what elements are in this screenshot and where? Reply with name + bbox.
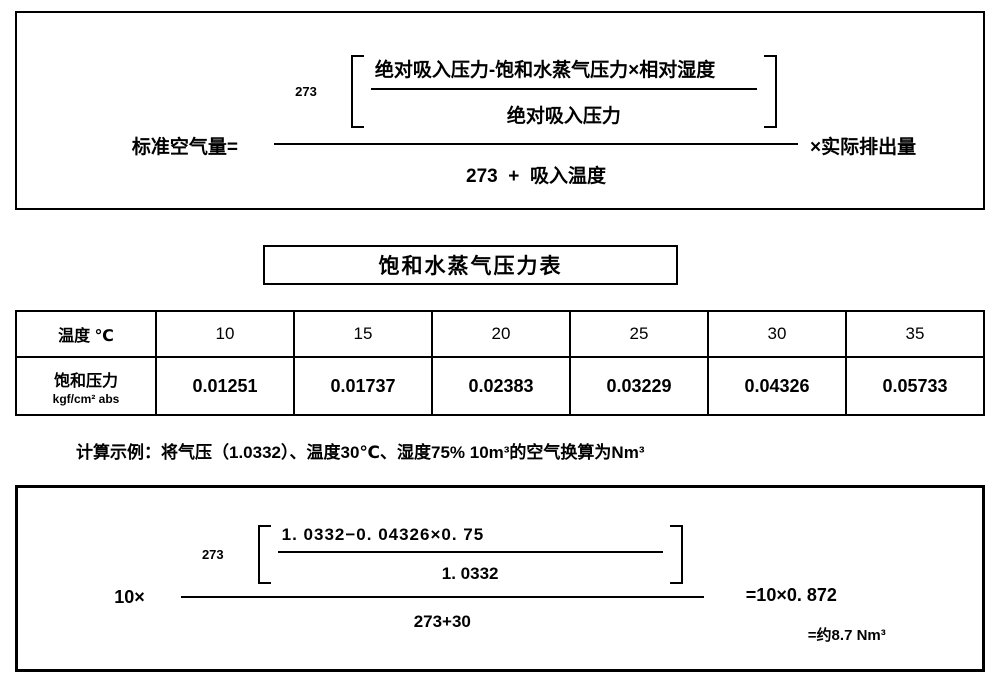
example-left-bracket: [257, 525, 271, 584]
main-fraction: 273 绝对吸入压力-饱和水蒸气压力×相对湿度 绝对吸入压力 273 + 吸入温…: [274, 55, 798, 188]
main-fraction-bar: [274, 143, 798, 145]
pressure-cell: 0.02383: [431, 356, 569, 414]
pressure-header-label: 饱和压力: [53, 372, 118, 390]
example-inner-fraction-bar: [277, 551, 663, 553]
pressure-cell: 0.05733: [845, 356, 983, 414]
temperature-header-cell: 温度 ℃: [58, 328, 114, 345]
coefficient-273: 273: [295, 84, 317, 99]
example-formula-row: 10× 273 1. 0332−0. 04326×0. 75 1. 0332 2…: [18, 488, 982, 669]
example-main-denominator: 273+30: [413, 612, 471, 631]
left-bracket: [350, 55, 364, 128]
example-calculation-box: 10× 273 1. 0332−0. 04326×0. 75 1. 0332 2…: [15, 485, 985, 672]
temperature-cell: 30: [707, 312, 845, 356]
pressure-cell: 0.01251: [155, 356, 293, 414]
saturation-pressure-table: 温度 ℃ 10 15 20 25 30 35 饱和压力 kgf/cm² abs …: [15, 310, 985, 416]
example-lhs-label: 10×: [114, 587, 145, 607]
example-coefficient-273: 273: [201, 547, 224, 562]
inner-fraction-bar: [370, 88, 757, 90]
example-main-fraction: 273 1. 0332−0. 04326×0. 75 1. 0332 273+3…: [180, 525, 704, 632]
formula-row: 标准空气量= 273 绝对吸入压力-饱和水蒸气压力×相对湿度 绝对吸入压力 27…: [17, 13, 983, 208]
main-numerator: 273 绝对吸入压力-饱和水蒸气压力×相对湿度 绝对吸入压力: [295, 55, 777, 128]
temperature-cell: 15: [293, 312, 431, 356]
inner-numerator: 绝对吸入压力-饱和水蒸气压力×相对湿度: [374, 60, 716, 81]
example-inner-denominator: 1. 0332: [441, 564, 499, 583]
table-title: 饱和水蒸气压力表: [378, 255, 563, 278]
example-results: =10×0. 872 =约8.7 Nm³: [746, 585, 886, 645]
example-inner-fraction: 1. 0332−0. 04326×0. 75 1. 0332: [277, 525, 663, 584]
inner-denominator: 绝对吸入压力: [506, 106, 621, 127]
result-final: =约8.7 Nm³: [807, 626, 886, 644]
temperature-cell: 20: [431, 312, 569, 356]
pressure-cell: 0.01737: [293, 356, 431, 414]
example-main-numerator: 273 1. 0332−0. 04326×0. 75 1. 0332: [202, 525, 683, 584]
pressure-unit-label: kgf/cm² abs: [52, 391, 120, 406]
standard-air-formula-box: 标准空气量= 273 绝对吸入压力-饱和水蒸气压力×相对湿度 绝对吸入压力 27…: [15, 11, 985, 210]
example-right-bracket: [669, 525, 683, 584]
formula-multiplier: ×实际排出量: [810, 137, 917, 158]
table-title-box: 饱和水蒸气压力表: [263, 245, 678, 285]
pressure-cell: 0.03229: [569, 356, 707, 414]
temperature-cell: 35: [845, 312, 983, 356]
inner-fraction: 绝对吸入压力-饱和水蒸气压力×相对湿度 绝对吸入压力: [370, 55, 757, 128]
temperature-cell: 25: [569, 312, 707, 356]
result-intermediate: =10×0. 872: [745, 584, 837, 605]
pressure-header-cell: 饱和压力 kgf/cm² abs: [17, 356, 155, 414]
temperature-cell: 10: [155, 312, 293, 356]
example-main-fraction-bar: [180, 596, 704, 598]
example-caption: 计算示例：将气压（1.0332）、温度30℃、湿度75% 10m³的空气换算为N…: [76, 443, 645, 462]
main-denominator: 273 + 吸入温度: [466, 166, 606, 187]
example-inner-numerator: 1. 0332−0. 04326×0. 75: [281, 525, 485, 544]
right-bracket: [763, 55, 777, 128]
formula-lhs-label: 标准空气量=: [131, 137, 238, 158]
pressure-cell: 0.04326: [707, 356, 845, 414]
